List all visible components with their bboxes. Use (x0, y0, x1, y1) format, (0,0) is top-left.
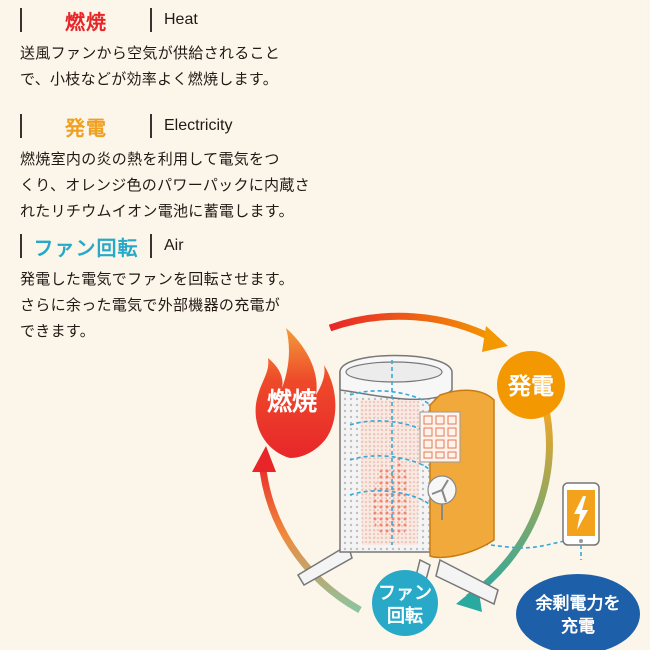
description-line: れたリチウムイオン電池に蓄電します。 (20, 202, 294, 220)
divider (150, 8, 152, 32)
fan-blade (431, 479, 449, 503)
description-line: で、小枝などが効率よく燃焼します。 (20, 70, 279, 88)
section-electricity-subtitle: Electricity (164, 117, 233, 134)
section-electricity: 発電 Electricity 燃焼室内の炎の熱を利用して電気をつ くり、オレンジ… (20, 112, 335, 224)
description-line: くり、オレンジ色のパワーパックに内蔵さ (20, 176, 310, 194)
divider (150, 234, 152, 258)
stove-opening (345, 361, 443, 383)
flame-label-group: 燃焼 (255, 328, 336, 458)
flame-icon (255, 328, 336, 458)
power-badge (497, 351, 565, 419)
description-line: できます。 (20, 322, 96, 340)
section-air: ファン回転 Air 発電した電気でファンを回転させます。 さらに余った電気で外部… (20, 232, 335, 344)
fan-label-group: ファン 回転 (372, 570, 438, 636)
section-heat-header: 燃焼 Heat (20, 6, 335, 34)
fan-label-line2: 回転 (387, 605, 423, 627)
fan-label-line1: ファン (378, 583, 432, 604)
divider (150, 114, 152, 138)
stove-leg (435, 558, 499, 606)
inner-flame (372, 450, 411, 535)
arc-right-arrow (465, 404, 553, 601)
arrow-head-icon (252, 446, 276, 472)
description-line: さらに余った電気で外部機器の充電が (20, 296, 281, 314)
section-electricity-description: 燃焼室内の炎の熱を利用して電気をつ くり、オレンジ色のパワーパックに内蔵さ れた… (20, 146, 335, 224)
charge-label-line2: 充電 (561, 616, 595, 637)
power-label: 発電 (507, 374, 554, 400)
description-line: 燃焼室内の炎の熱を利用して電気をつ (20, 150, 280, 168)
phone-illustration (562, 482, 600, 560)
section-air-header: ファン回転 Air (20, 232, 335, 260)
section-air-description: 発電した電気でファンを回転させます。 さらに余った電気で外部機器の充電が できま… (20, 266, 335, 344)
arrow-head-icon (482, 326, 508, 352)
divider (20, 8, 22, 32)
arc-top-arrow (328, 312, 498, 344)
fan-badge (372, 570, 438, 636)
charge-badge (516, 574, 640, 650)
description-line: 送風ファンから空気が供給されること (20, 44, 281, 62)
section-heat-title: 燃焼 (65, 9, 107, 34)
power-label-group: 発電 (497, 351, 565, 419)
section-electricity-header: 発電 Electricity (20, 112, 335, 140)
section-electricity-title: 発電 (65, 115, 107, 140)
section-heat-subtitle: Heat (164, 11, 198, 28)
charging-icon (574, 496, 588, 530)
divider (20, 234, 22, 258)
stove-illustration (296, 354, 576, 606)
charge-label-group: 余剰電力を 充電 (516, 574, 640, 650)
cycle-arrows (252, 312, 553, 614)
arc-bottom-left-arrow (258, 459, 362, 614)
divider (20, 114, 22, 138)
description-line: 発電した電気でファンを回転させます。 (20, 270, 294, 288)
stove-leg (296, 543, 353, 587)
phone-button (579, 539, 583, 543)
section-air-title: ファン回転 (33, 235, 139, 260)
thermoelectric-module (419, 411, 461, 463)
flame-label: 燃焼 (267, 387, 317, 416)
section-heat-description: 送風ファンから空気が供給されること で、小枝などが効率よく燃焼します。 (20, 40, 335, 92)
charge-label-line1: 余剰電力を (535, 593, 621, 614)
section-heat: 燃焼 Heat 送風ファンから空気が供給されること で、小枝などが効率よく燃焼し… (20, 6, 335, 92)
section-air-subtitle: Air (164, 237, 184, 254)
module-grid (423, 415, 457, 459)
